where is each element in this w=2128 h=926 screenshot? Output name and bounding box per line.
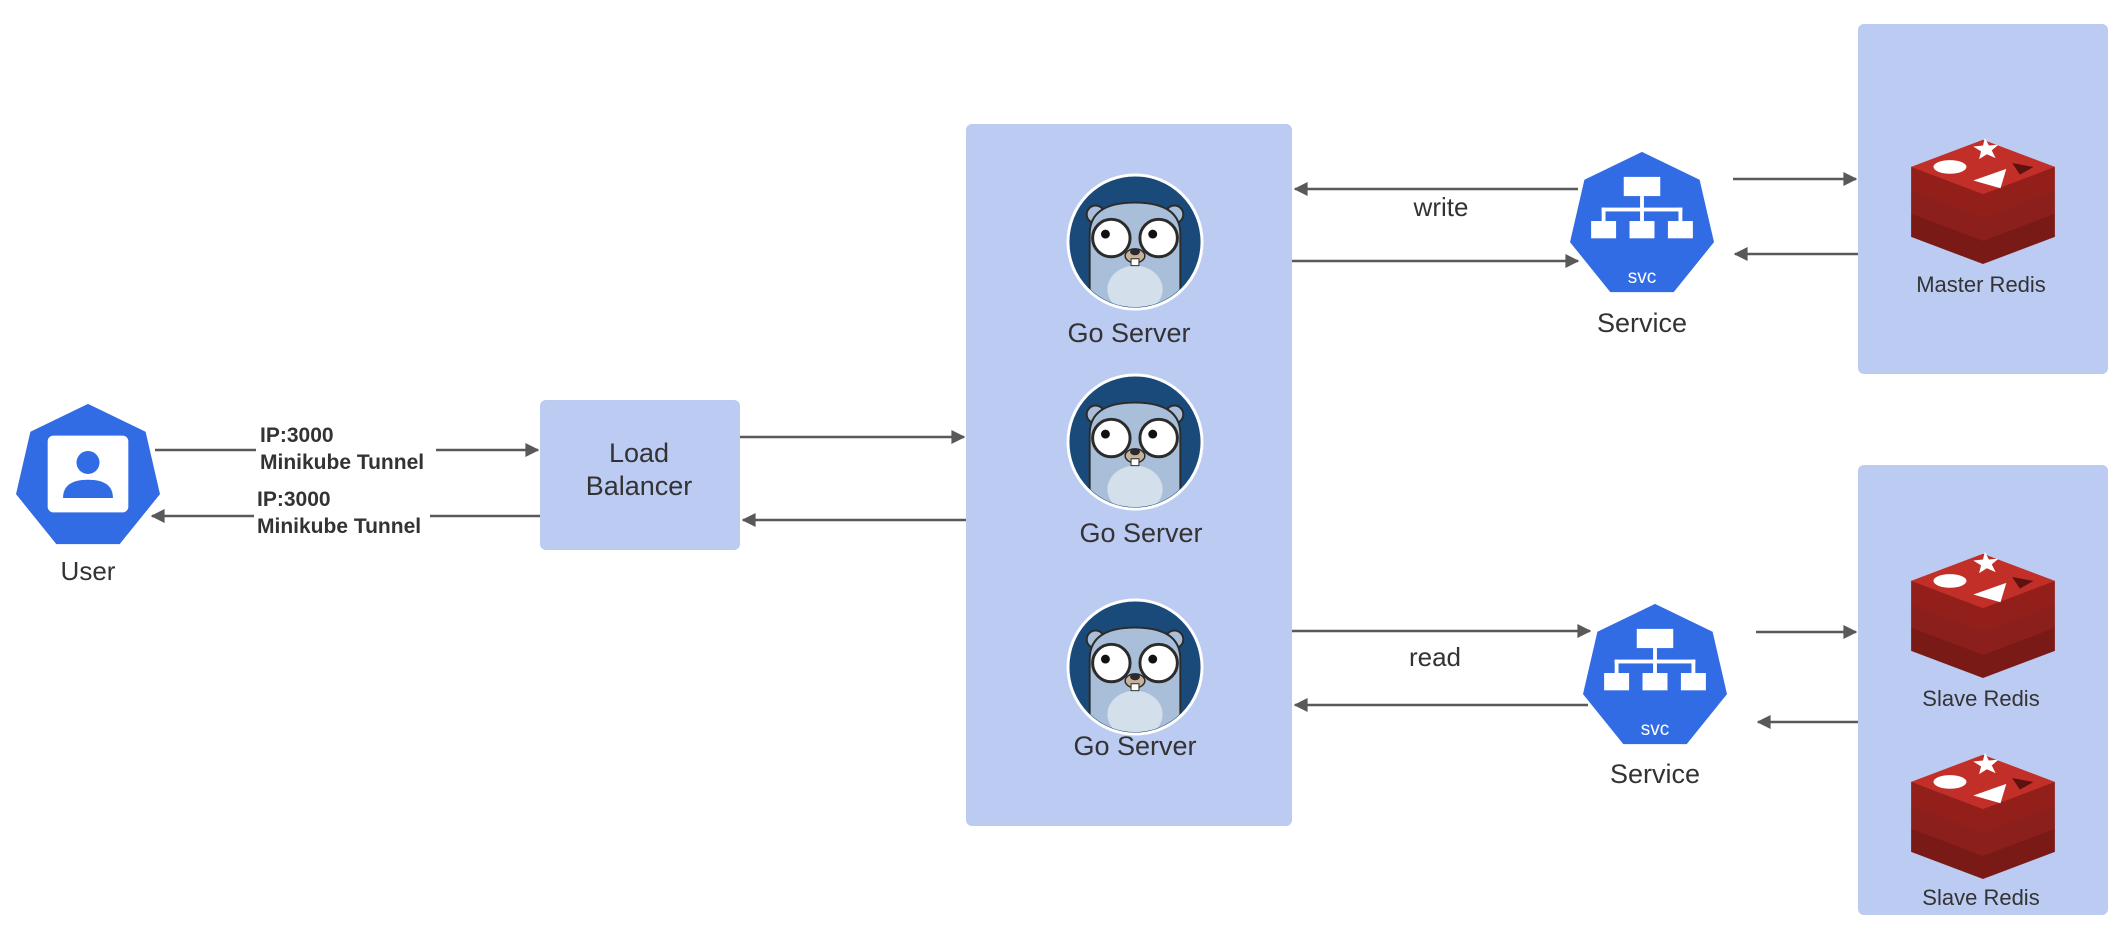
service-badge: svc xyxy=(1641,719,1670,740)
service-label: Service xyxy=(1610,759,1700,789)
edge-label-write: write xyxy=(1413,192,1469,222)
go-server-label: Go Server xyxy=(1067,318,1190,348)
edge-label-tunnel-in: Minikube Tunnel xyxy=(260,451,424,474)
edge-label-ip-in: IP:3000 xyxy=(260,424,334,447)
edge-label-read: read xyxy=(1409,642,1461,672)
slave-redis-node-1: Slave Redis xyxy=(1911,551,2055,711)
edge-label-tunnel-out: Minikube Tunnel xyxy=(257,515,421,538)
slave-redis-label: Slave Redis xyxy=(1922,885,2039,910)
slave-redis-label: Slave Redis xyxy=(1922,686,2039,711)
user-node: User xyxy=(16,403,160,586)
load-balancer-box xyxy=(540,400,740,550)
master-redis-node: Master Redis xyxy=(1911,137,2055,297)
load-balancer-label-line2: Balancer xyxy=(586,471,693,501)
slave-redis-node-2: Slave Redis xyxy=(1911,752,2055,910)
user-lb-edge-labels: IP:3000 Minikube Tunnel IP:3000 Minikube… xyxy=(254,420,436,540)
user-label: User xyxy=(61,556,116,586)
service-label: Service xyxy=(1597,308,1687,338)
go-server-3: Go Server xyxy=(1068,600,1202,761)
load-balancer-node: Load Balancer xyxy=(586,438,693,501)
edge-label-ip-out: IP:3000 xyxy=(257,488,331,511)
master-redis-label: Master Redis xyxy=(1916,272,2046,297)
go-server-2: Go Server xyxy=(1068,375,1203,548)
go-server-1: Go Server xyxy=(1067,175,1202,348)
user-icon xyxy=(16,403,160,545)
connector-arrows xyxy=(150,172,1858,729)
load-balancer-label-line1: Load xyxy=(609,438,669,468)
service-read-node: svc Service xyxy=(1583,603,1727,789)
service-badge: svc xyxy=(1628,267,1657,288)
service-write-node: svc Service xyxy=(1570,151,1714,338)
go-server-label: Go Server xyxy=(1073,731,1196,761)
go-server-label: Go Server xyxy=(1079,518,1202,548)
